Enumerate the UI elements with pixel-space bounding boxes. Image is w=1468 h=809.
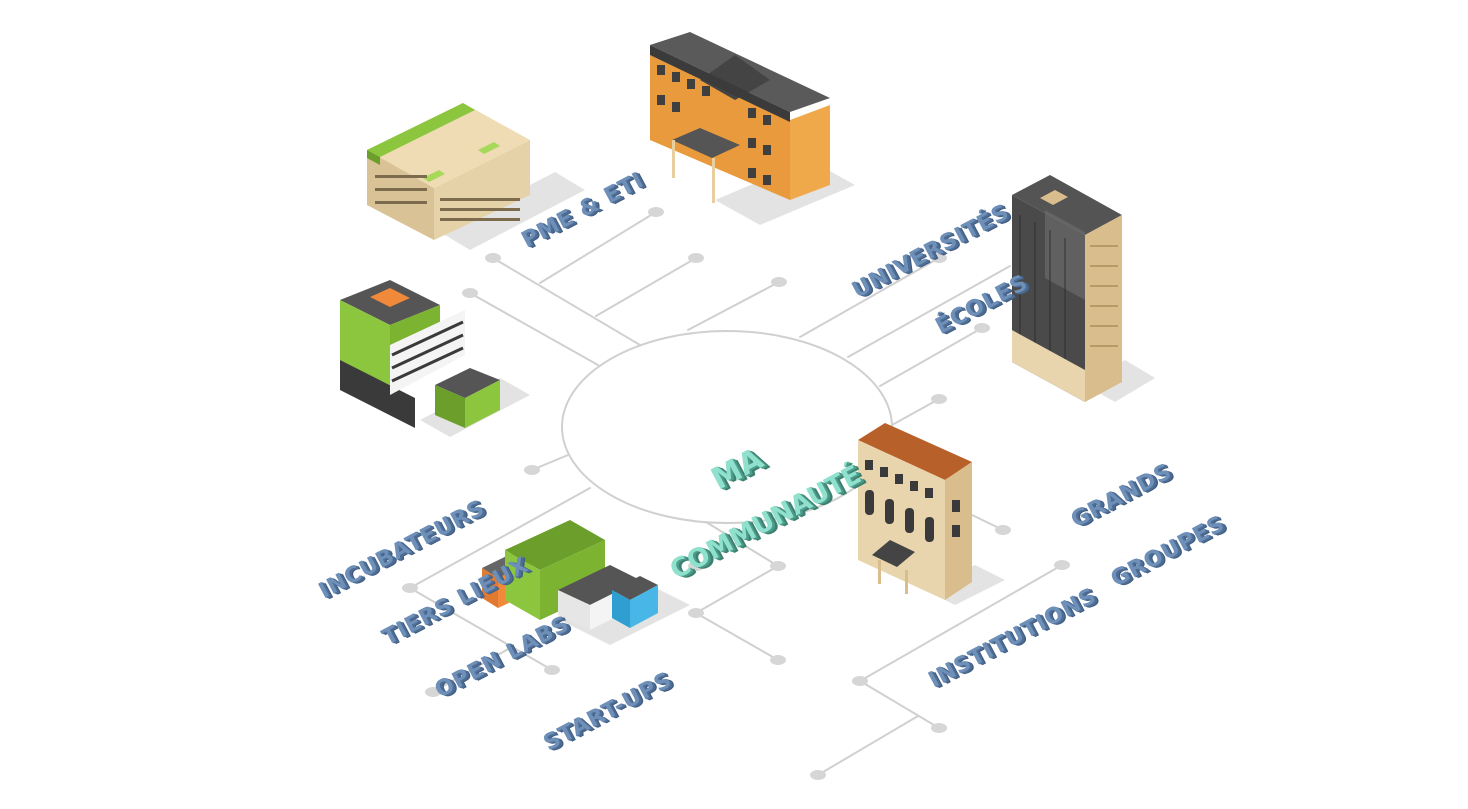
universites-label-line-2: ÉCOLES	[931, 269, 1033, 340]
connector-dots	[402, 207, 1070, 780]
incubateurs-building-icon	[340, 280, 530, 437]
grands-groupes-building-icon	[1012, 175, 1155, 402]
institutions-building-icon	[858, 423, 1005, 605]
grands-groupes-label-line-1: GRANDS	[1066, 458, 1177, 533]
pme-building-icon	[367, 103, 585, 250]
startups-building-icon	[482, 520, 690, 645]
grands-groupes-label-line-2: GROUPES	[1106, 510, 1230, 592]
universite-building-icon	[650, 32, 855, 225]
